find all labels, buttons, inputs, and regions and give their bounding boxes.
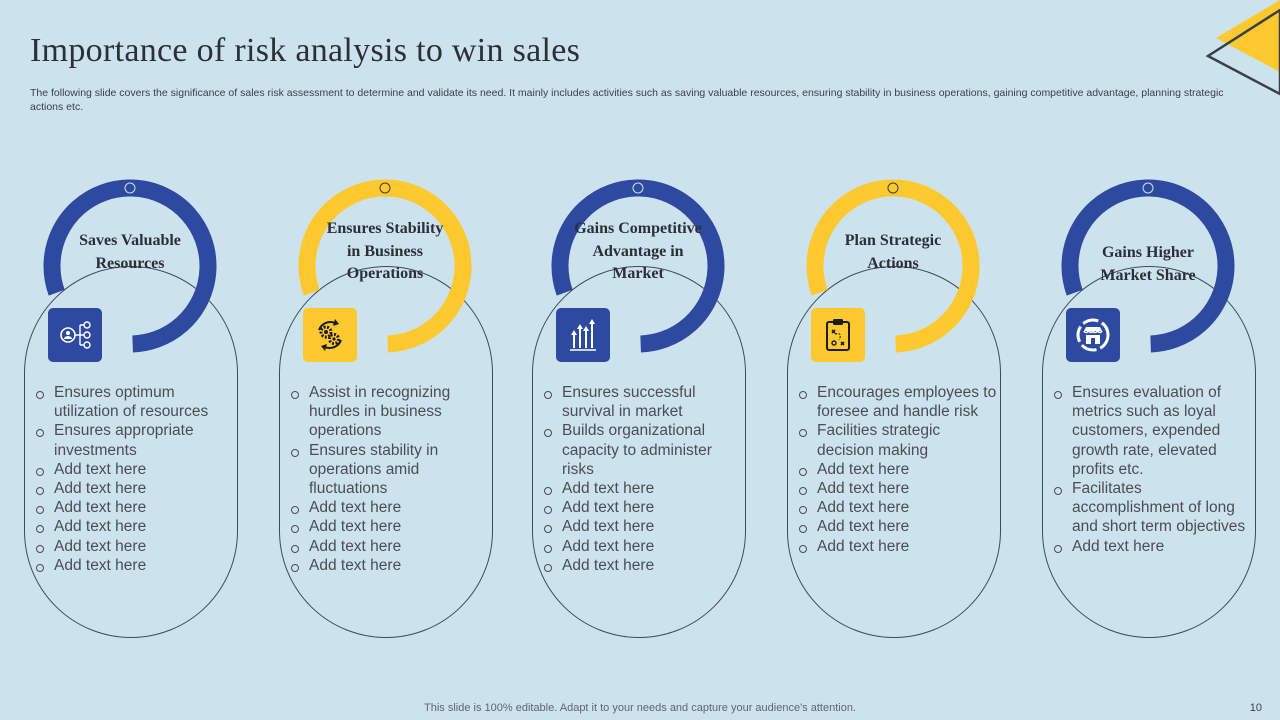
list-item: Ensures successful survival in market	[542, 383, 742, 421]
list-item: Add text here	[542, 517, 742, 536]
card-market-share: Gains Higher Market Share Ensures evalua…	[1040, 178, 1260, 648]
card-bullet-list: Ensures evaluation of metrics such as lo…	[1052, 383, 1252, 556]
list-item: Encourages employees to foresee and hand…	[797, 383, 997, 421]
list-item: Add text here	[34, 537, 234, 556]
list-item: Facilitates accomplishment of long and s…	[1052, 479, 1252, 537]
list-item: Add text here	[34, 479, 234, 498]
list-item: Add text here	[1052, 537, 1252, 556]
list-item: Add text here	[797, 517, 997, 536]
list-item: Add text here	[289, 498, 489, 517]
list-item: Add text here	[797, 479, 997, 498]
list-item: Add text here	[542, 479, 742, 498]
list-item: Add text here	[34, 556, 234, 575]
page-title: Importance of risk analysis to win sales	[30, 32, 581, 69]
list-item: Builds organizational capacity to admini…	[542, 421, 742, 479]
list-item: Add text here	[542, 498, 742, 517]
strategy-clipboard-icon	[811, 308, 865, 362]
footer-note: This slide is 100% editable. Adapt it to…	[424, 702, 856, 714]
gears-cycle-icon	[303, 308, 357, 362]
list-item: Ensures stability in operations amid flu…	[289, 441, 489, 499]
ring-yellow	[298, 179, 472, 353]
list-item: Add text here	[289, 537, 489, 556]
list-item: Add text here	[797, 537, 997, 556]
card-saves-valuable-resources: Saves Valuable Resources Ensures optimum…	[22, 178, 242, 648]
list-item: Add text here	[289, 556, 489, 575]
ring-navy	[551, 179, 725, 353]
list-item: Assist in recognizing hurdles in busines…	[289, 383, 489, 441]
card-heading: Gains Competitive Advantage in Market	[574, 220, 702, 282]
hierarchy-network-icon	[48, 308, 102, 362]
list-item: Ensures evaluation of metrics such as lo…	[1052, 383, 1252, 479]
card-bullet-list: Assist in recognizing hurdles in busines…	[289, 383, 489, 575]
list-item: Add text here	[797, 498, 997, 517]
card-heading: Saves Valuable Resources	[79, 232, 181, 272]
ring-navy	[43, 179, 217, 353]
list-item: Add text here	[542, 537, 742, 556]
storefront-icon	[1066, 308, 1120, 362]
card-competitive-advantage: Gains Competitive Advantage in Market En…	[530, 178, 750, 648]
growth-arrows-icon	[556, 308, 610, 362]
page-number: 10	[1249, 702, 1262, 714]
list-item: Ensures optimum utilization of resources	[34, 383, 234, 421]
list-item: Facilities strategic decision making	[797, 421, 997, 459]
card-bullet-list: Ensures optimum utilization of resources…	[34, 383, 234, 575]
corner-triangles-decoration	[1205, 0, 1280, 96]
ring-navy	[1061, 179, 1235, 353]
card-heading: Plan Strategic Actions	[844, 232, 942, 272]
card-heading: Gains Higher Market Share	[1100, 244, 1196, 284]
page-subtitle: The following slide covers the significa…	[30, 87, 1224, 113]
list-item: Add text here	[34, 498, 234, 517]
card-bullet-list: Encourages employees to foresee and hand…	[797, 383, 997, 556]
card-outline	[279, 266, 493, 638]
list-item: Ensures appropriate investments	[34, 421, 234, 459]
list-item: Add text here	[542, 556, 742, 575]
list-item: Add text here	[289, 517, 489, 536]
list-item: Add text here	[34, 517, 234, 536]
list-item: Add text here	[34, 460, 234, 479]
card-heading: Ensures Stability in Business Operations	[326, 220, 444, 282]
ring-yellow	[806, 179, 980, 353]
card-bullet-list: Ensures successful survival in market Bu…	[542, 383, 742, 575]
card-plan-strategic-actions: Plan Strategic Actions Encourages employ…	[785, 178, 1005, 648]
list-item: Add text here	[797, 460, 997, 479]
card-ensures-stability: Ensures Stability in Business Operations…	[277, 178, 497, 648]
